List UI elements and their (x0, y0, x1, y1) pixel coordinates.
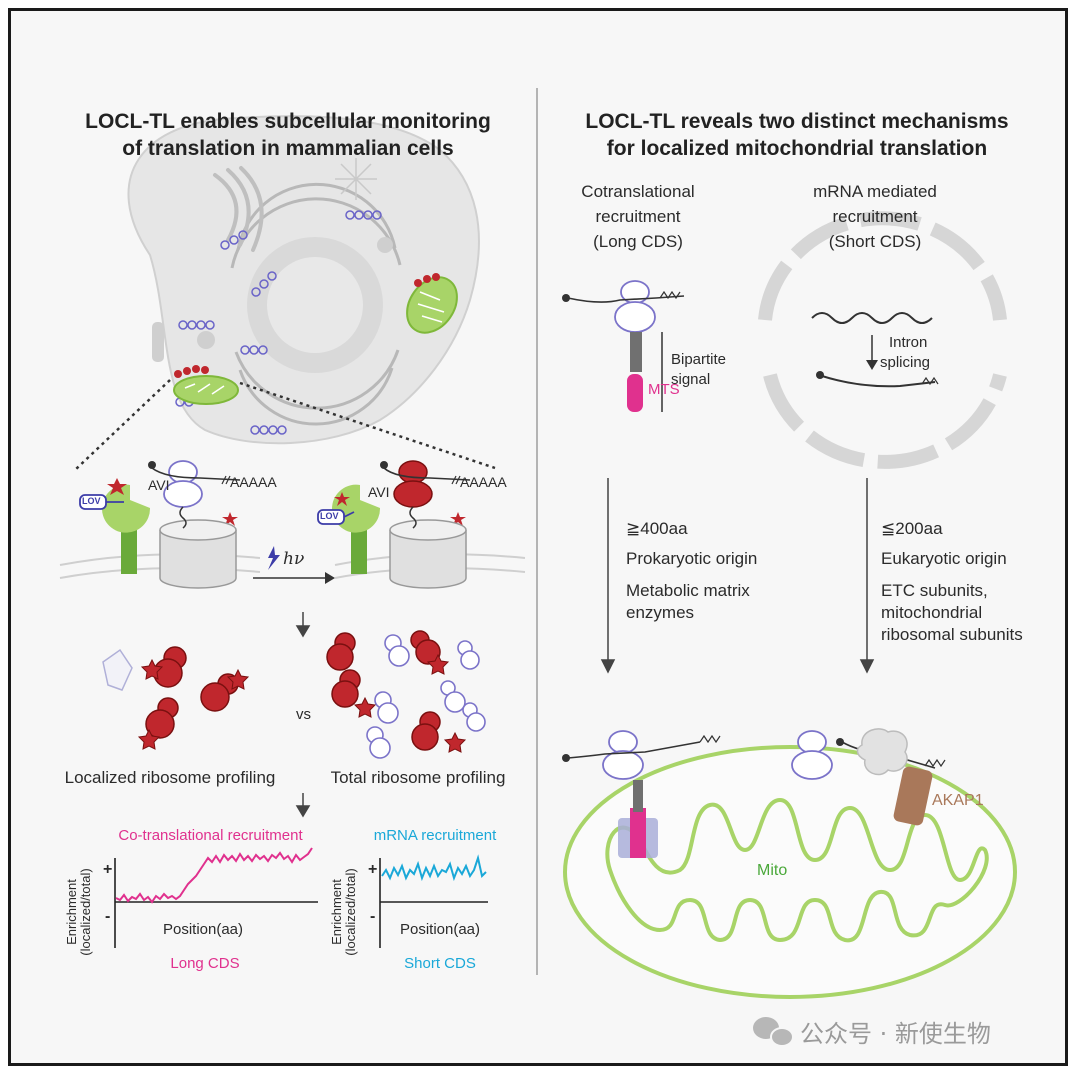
plot1-ylabel: Enrichment (localized/total) (64, 862, 93, 962)
col1-desc-line1: Metabolic matrix (626, 581, 750, 600)
centrosome-icon (335, 158, 377, 200)
mitochondrion-lower-icon (173, 365, 239, 405)
col2-origin: Eukaryotic origin (881, 549, 1007, 568)
col1-line1: Cotranslational (581, 182, 695, 201)
mito-label: Mito (757, 862, 788, 879)
arrow-hv (253, 546, 335, 584)
plot2-title: mRNA recruitment (373, 827, 497, 844)
right-title-line2: for localized mitochondrial translation (606, 137, 988, 160)
plot2-ylabel-line2: (localized/total) (343, 868, 358, 956)
plot1-ylabel-line2: (localized/total) (78, 868, 93, 956)
plot1-minus: - (105, 908, 111, 925)
total-profiling-label: Total ribosome profiling (330, 768, 506, 787)
plot-short-cds (379, 854, 488, 948)
col1-size: ≧400aa (626, 519, 688, 538)
mitochondrion-icon (562, 728, 1017, 999)
plot2-ylabel: Enrichment (localized/total) (329, 862, 358, 962)
plot2-plus: + (368, 861, 378, 878)
col1-line3: (Long CDS) (593, 232, 683, 251)
col2-line1: mRNA mediated (813, 182, 937, 201)
col2-desc-line3: ribosomal subunits (881, 625, 1023, 644)
plot1-caption: Long CDS (170, 955, 240, 972)
col2-size: ≦200aa (881, 519, 943, 538)
avi-label-after: AVI (368, 484, 390, 500)
polya-label-after: AAAAA (460, 474, 507, 490)
col2-line3: (Short CDS) (828, 232, 922, 251)
watermark-text: 公众号 · 新使生物 (800, 1020, 991, 1048)
plot2-ylabel-line1: Enrichment (329, 879, 344, 945)
col2-desc-line1: ETC subunits, (881, 581, 988, 600)
left-title-line2: of translation in mammalian cells (122, 137, 454, 160)
mts-label: MTS (648, 381, 680, 398)
polya-label-before: AAAAA (230, 474, 277, 490)
polysome-icons (175, 210, 382, 435)
bipartite-line1: Bipartite (671, 351, 727, 368)
lov-ribosome-before (59, 460, 261, 589)
plot2-minus: - (370, 908, 376, 925)
col2-line2: recruitment (832, 207, 918, 226)
plot1-ylabel-line1: Enrichment (64, 879, 79, 945)
wechat-icon (753, 1017, 794, 1047)
plot2-xlabel: Position(aa) (399, 921, 481, 938)
left-title-line1: LOCL-TL enables subcellular monitoring (85, 110, 491, 133)
bipartite-line2: signal (671, 371, 711, 388)
total-ribosome-pool (326, 630, 486, 759)
cell-illustration (74, 115, 496, 471)
avi-label-before: AVI (148, 477, 170, 493)
lov-ribosome-after (317, 460, 526, 589)
lov-label-before: LOV (82, 496, 101, 506)
right-title-line1: LOCL-TL reveals two distinct mechanisms (585, 110, 1009, 133)
cotranslational-ribosome-scheme (562, 280, 685, 412)
nucleus-splicing-scheme (758, 211, 1007, 469)
down-arrows-right (600, 478, 875, 674)
plot2-caption: Short CDS (404, 955, 476, 972)
col1-line2: recruitment (595, 207, 681, 226)
light-hv-label: hν (283, 549, 305, 569)
vs-label: vs (296, 706, 311, 723)
lov-label-after: LOV (320, 511, 339, 521)
col1-origin: Prokaryotic origin (626, 549, 758, 568)
localized-ribosome-pool (102, 646, 250, 750)
plot1-xlabel: Position(aa) (162, 921, 244, 938)
plot1-plus: + (103, 861, 113, 878)
intron-line1: Intron (889, 334, 928, 351)
down-arrows-left (295, 612, 311, 818)
intron-line2: splicing (880, 354, 931, 371)
mitochondrion-upper-icon (406, 273, 458, 334)
akap1-label: AKAP1 (932, 792, 984, 809)
col2-desc-line2: mitochondrial (881, 603, 983, 622)
plot-long-cds (114, 847, 318, 948)
col1-desc-line2: enzymes (626, 603, 695, 622)
localized-profiling-label: Localized ribosome profiling (64, 768, 276, 787)
plot1-title: Co-translational recruitment (118, 827, 303, 844)
